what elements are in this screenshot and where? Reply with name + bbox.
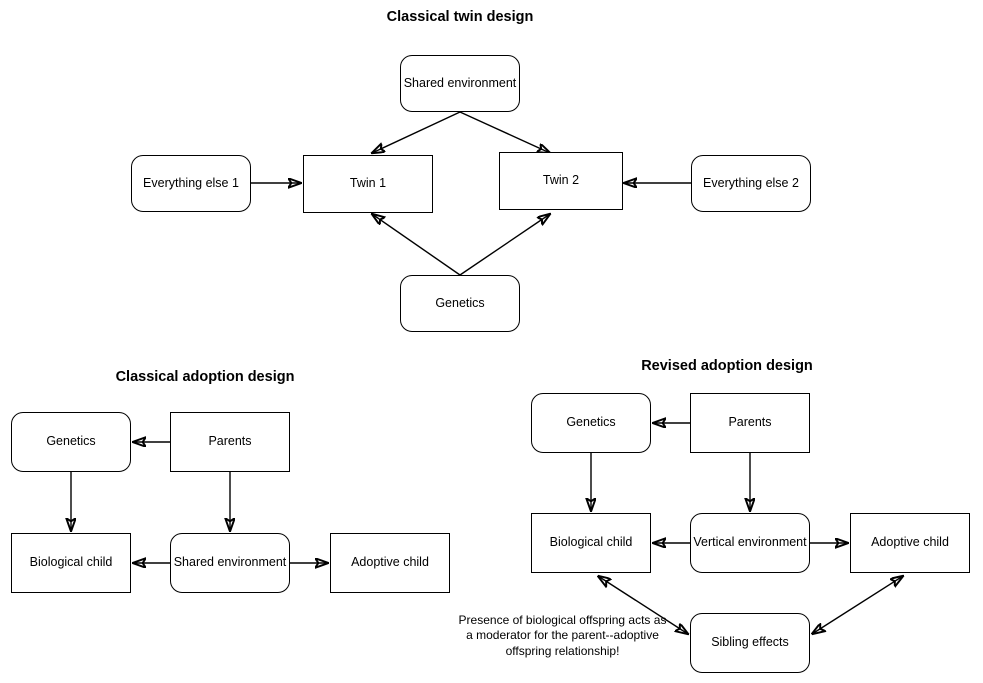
node-label: Vertical environment <box>693 535 807 550</box>
node-biological-child-revised-adoption[interactable]: Biological child <box>531 513 651 573</box>
node-parents-classical-adoption[interactable]: Parents <box>170 412 290 472</box>
node-shared-environment-classical-adoption[interactable]: Shared environment <box>170 533 290 593</box>
panel-title-classical-adoption-design: Classical adoption design <box>115 369 295 385</box>
node-label: Sibling effects <box>711 635 789 650</box>
node-label: Biological child <box>29 555 113 570</box>
panel-title-classical-twin-design: Classical twin design <box>386 9 534 25</box>
node-label: Parents <box>728 415 772 430</box>
moderator-caption: Presence of biological offspring acts as… <box>458 613 667 658</box>
node-label: Genetics <box>46 434 96 449</box>
node-label: Twin 2 <box>542 173 580 188</box>
node-parents-revised-adoption[interactable]: Parents <box>690 393 810 453</box>
node-label: Genetics <box>435 295 485 310</box>
node-twin-2[interactable]: Twin 2 <box>499 152 623 210</box>
node-label: Biological child <box>549 535 633 550</box>
node-label: Everything else 2 <box>703 175 799 190</box>
edge-sibling-effects-to-adoptive-child-revised <box>812 576 903 634</box>
node-label: Parents <box>208 434 252 449</box>
node-label: Adoptive child <box>351 555 429 570</box>
node-adoptive-child-revised-adoption[interactable]: Adoptive child <box>850 513 970 573</box>
edge-genetics-to-twin-1 <box>372 214 461 276</box>
node-biological-child-classical-adoption[interactable]: Biological child <box>11 533 131 593</box>
node-sibling-effects-revised-adoption[interactable]: Sibling effects <box>690 613 810 673</box>
edge-shared-environment-to-twin-2 <box>459 111 550 153</box>
node-genetics-revised-adoption[interactable]: Genetics <box>531 393 651 453</box>
node-genetics-classical-adoption[interactable]: Genetics <box>11 412 131 472</box>
node-vertical-environment-revised-adoption[interactable]: Vertical environment <box>690 513 810 573</box>
node-genetics-twin[interactable]: Genetics <box>400 275 520 332</box>
node-twin-1[interactable]: Twin 1 <box>303 155 433 213</box>
node-everything-else-2[interactable]: Everything else 2 <box>691 155 811 212</box>
edge-shared-environment-to-twin-1 <box>372 111 461 153</box>
node-shared-environment-twin[interactable]: Shared environment <box>400 55 520 112</box>
node-label: Shared environment <box>173 555 287 570</box>
edge-genetics-to-twin-2 <box>459 214 550 276</box>
node-label: Twin 1 <box>349 176 387 191</box>
node-label: Everything else 1 <box>143 175 239 190</box>
node-adoptive-child-classical-adoption[interactable]: Adoptive child <box>330 533 450 593</box>
node-label: Shared environment <box>403 75 517 90</box>
node-everything-else-1[interactable]: Everything else 1 <box>131 155 251 212</box>
node-label: Genetics <box>566 415 616 430</box>
node-label: Adoptive child <box>871 535 949 550</box>
edge-biological-child-to-sibling-effects-revised <box>598 576 688 634</box>
panel-title-revised-adoption-design: Revised adoption design <box>641 358 813 374</box>
